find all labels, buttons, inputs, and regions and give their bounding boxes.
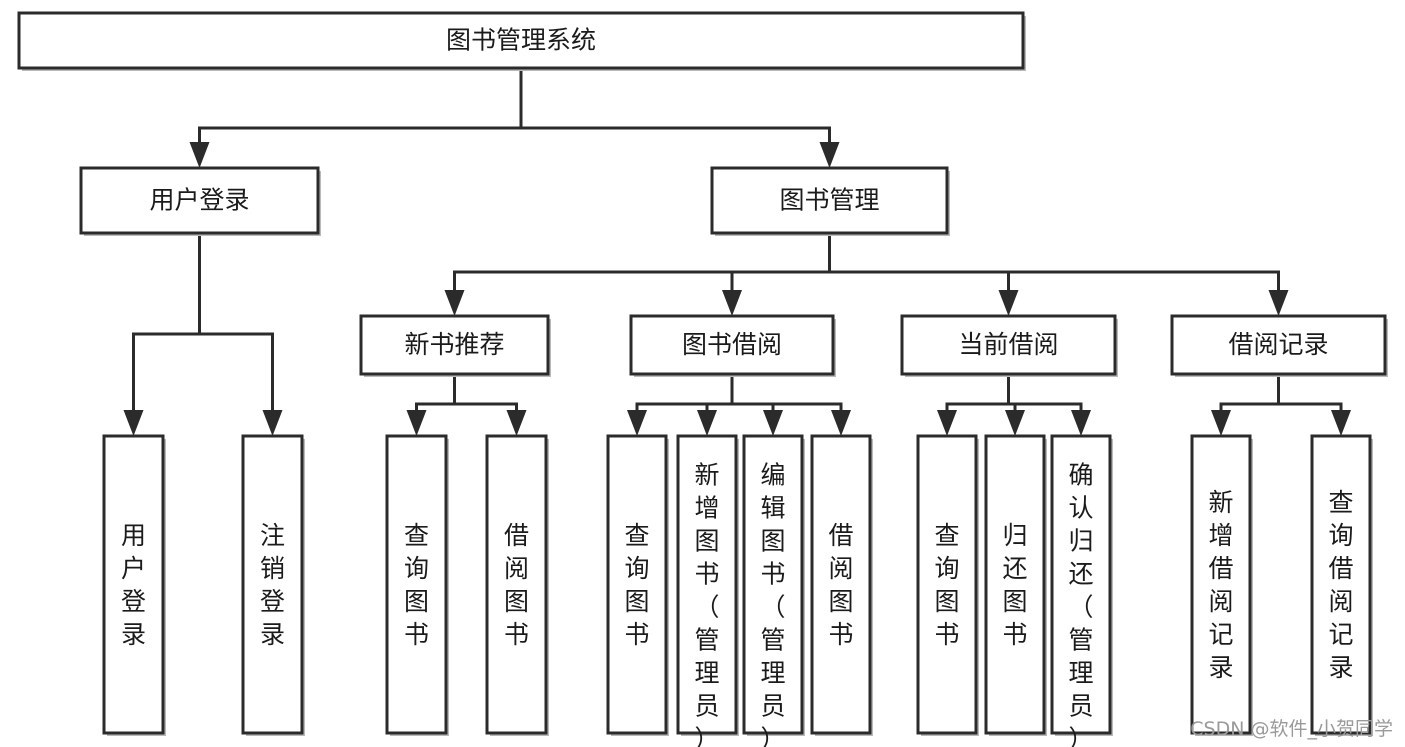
node-box xyxy=(1190,434,1252,735)
node-box xyxy=(900,314,1117,376)
node-leaf-borrow-book-recommend[interactable]: 借阅图书 xyxy=(485,434,549,736)
arrow-head-icon xyxy=(998,290,1019,316)
node-box xyxy=(79,166,320,235)
node-leaf-add-book-admin[interactable]: 新增图书（管理员） xyxy=(676,434,739,747)
node-box xyxy=(385,434,448,735)
arrow-head-icon xyxy=(406,410,427,436)
node-label: 新增图书（管理员） xyxy=(694,461,719,747)
node-box xyxy=(1170,314,1387,376)
arrow-head-icon xyxy=(506,410,527,436)
node-label: 借阅图书 xyxy=(828,521,853,649)
node-leaf-query-book-borrow[interactable]: 查询图书 xyxy=(606,434,669,736)
node-label: 借阅记录 xyxy=(1228,330,1328,359)
node-box xyxy=(676,434,738,735)
arrow-head-icon xyxy=(444,290,465,316)
node-leaf-user-login[interactable]: 用户登录 xyxy=(102,434,166,736)
node-box xyxy=(1050,434,1112,735)
node-box xyxy=(810,434,872,735)
node-leaf-borrow-book[interactable]: 借阅图书 xyxy=(810,434,873,736)
connector-layer xyxy=(123,66,1351,436)
node-leaf-query-book-current[interactable]: 查询图书 xyxy=(916,434,979,736)
arrow-head-icon xyxy=(937,410,957,436)
node-layer: 图书管理系统用户登录图书管理新书推荐图书借阅当前借阅借阅记录用户登录注销登录查询… xyxy=(17,11,1388,747)
node-label: 图书管理系统 xyxy=(446,26,596,55)
arrow-head-icon xyxy=(1071,410,1091,436)
node-box xyxy=(1310,434,1372,735)
csdn-watermark: CSDN @软件_小贺同学 xyxy=(1190,718,1393,740)
node-leaf-edit-book-admin[interactable]: 编辑图书（管理员） xyxy=(742,434,805,747)
arrow-head-icon xyxy=(189,142,210,168)
node-box xyxy=(606,434,668,735)
node-box xyxy=(916,434,978,735)
node-leaf-add-borrow-record[interactable]: 新增借阅记录 xyxy=(1190,434,1253,736)
node-leaf-return-book[interactable]: 归还图书 xyxy=(984,434,1047,736)
node-label: 图书管理 xyxy=(779,186,879,215)
arrow-head-icon xyxy=(1268,290,1289,316)
node-box xyxy=(742,434,804,735)
node-box xyxy=(629,314,835,376)
node-leaf-confirm-return-admin[interactable]: 确认归还（管理员） xyxy=(1050,434,1113,747)
arrow-head-icon xyxy=(1331,410,1351,436)
arrow-head-icon xyxy=(627,410,647,436)
node-label: 用户登录 xyxy=(121,521,146,649)
node-label: 确认归还（管理员） xyxy=(1068,461,1093,747)
node-box xyxy=(241,434,304,735)
node-box xyxy=(359,314,550,376)
node-borrow-record[interactable]: 借阅记录 xyxy=(1170,314,1388,377)
node-label: 注销登录 xyxy=(260,521,285,649)
node-user-login[interactable]: 用户登录 xyxy=(79,166,321,236)
node-box xyxy=(17,11,1025,70)
arrow-head-icon xyxy=(1211,410,1231,436)
node-box xyxy=(485,434,548,735)
node-book-borrow[interactable]: 图书借阅 xyxy=(629,314,836,377)
arrow-head-icon xyxy=(831,410,851,436)
node-current-borrow[interactable]: 当前借阅 xyxy=(900,314,1118,377)
node-label: 当前借阅 xyxy=(958,330,1058,359)
node-root[interactable]: 图书管理系统 xyxy=(17,11,1026,71)
node-label: 借阅图书 xyxy=(504,521,529,649)
arrow-head-icon xyxy=(1005,410,1025,436)
node-leaf-query-borrow-record[interactable]: 查询借阅记录 xyxy=(1310,434,1373,736)
node-book-management[interactable]: 图书管理 xyxy=(710,166,950,236)
node-label: 图书借阅 xyxy=(682,330,782,359)
node-label: 查询图书 xyxy=(934,521,959,649)
arrow-head-icon xyxy=(819,142,840,168)
node-new-book-recommend[interactable]: 新书推荐 xyxy=(359,314,551,377)
node-label: 新增借阅记录 xyxy=(1208,488,1233,682)
node-label: 归还图书 xyxy=(1002,521,1027,649)
node-box xyxy=(984,434,1046,735)
arrow-head-icon xyxy=(123,410,144,436)
node-label: 查询图书 xyxy=(404,521,429,649)
node-label: 用户登录 xyxy=(149,186,249,215)
node-box xyxy=(102,434,165,735)
arrow-head-icon xyxy=(697,410,717,436)
node-label: 查询图书 xyxy=(624,521,649,649)
arrow-head-icon xyxy=(262,410,283,436)
node-box xyxy=(710,166,949,235)
node-leaf-logout-login[interactable]: 注销登录 xyxy=(241,434,305,736)
node-label: 编辑图书（管理员） xyxy=(760,461,785,747)
node-leaf-query-book-recommend[interactable]: 查询图书 xyxy=(385,434,449,736)
arrow-head-icon xyxy=(722,290,742,316)
arrow-head-icon xyxy=(763,410,783,436)
node-label: 新书推荐 xyxy=(404,330,504,359)
node-label: 查询借阅记录 xyxy=(1328,488,1353,682)
